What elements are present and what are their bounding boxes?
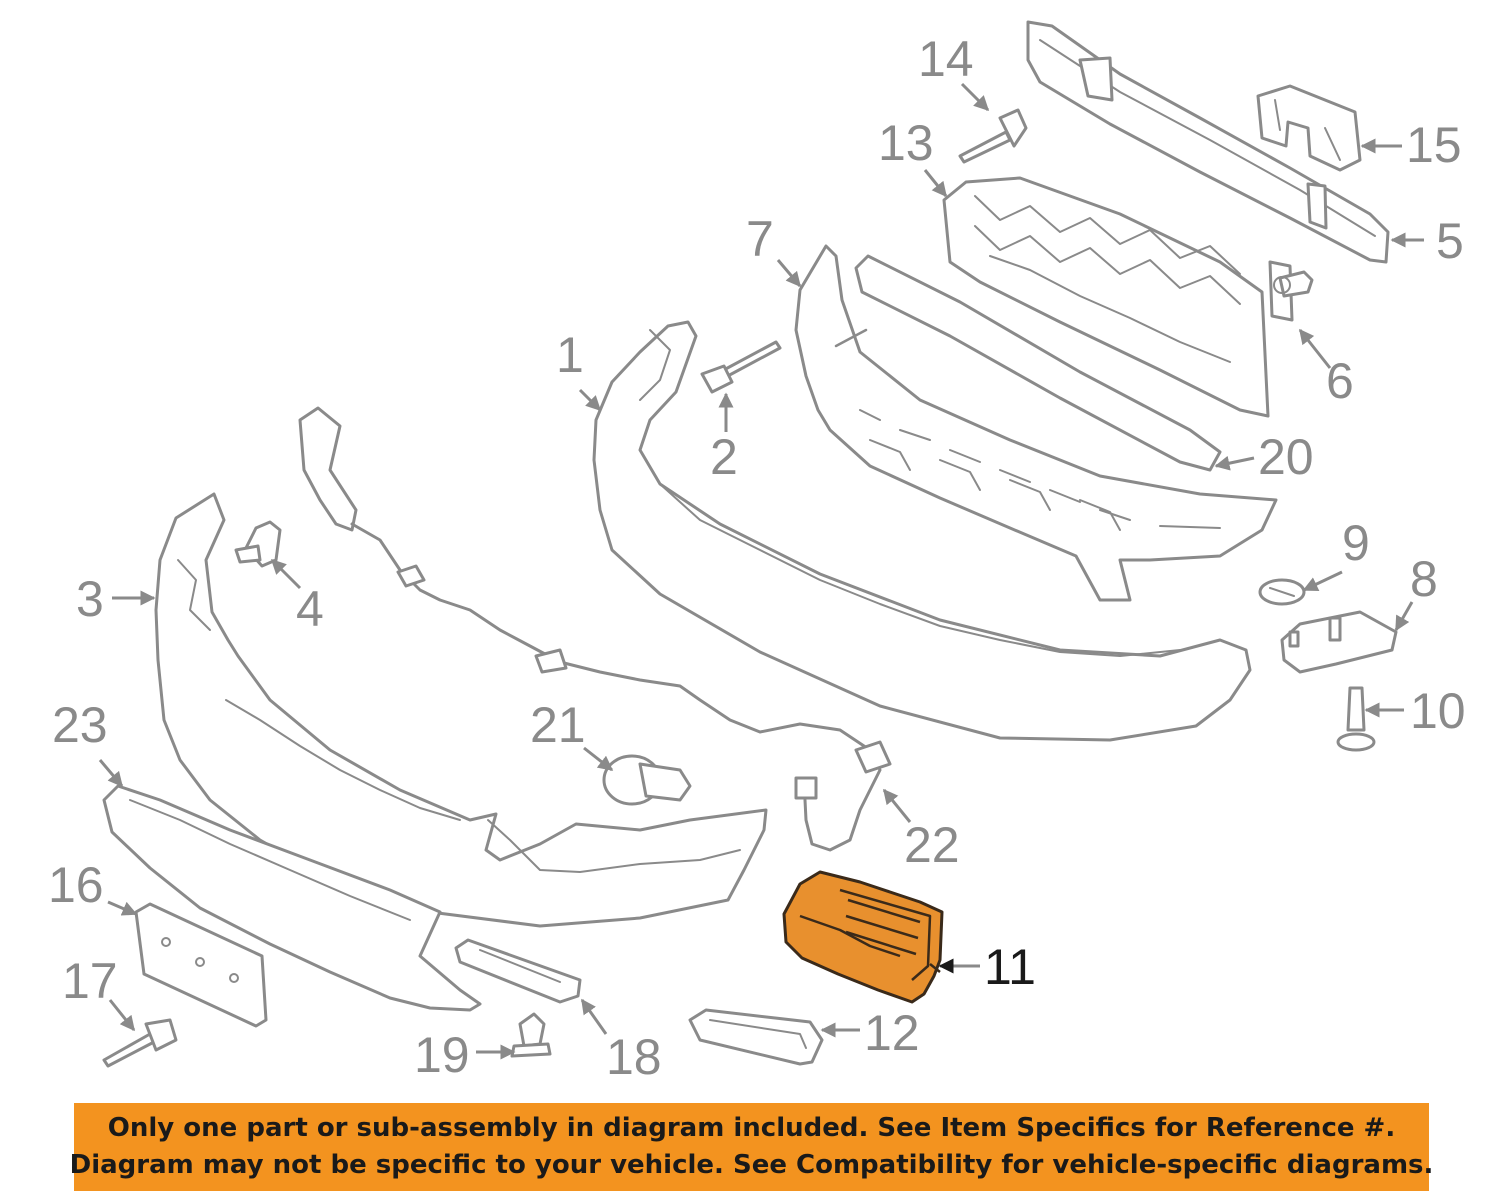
leader-lines	[98, 82, 1424, 1060]
part-16-plate-bracket	[134, 902, 268, 1028]
part-3-bumper-cover	[154, 492, 768, 928]
part-15-bracket	[1256, 84, 1362, 172]
part-17-bolt	[102, 1018, 178, 1068]
part-12-bezel	[688, 1008, 824, 1066]
part-11-fog-lamp-housing-highlighted	[782, 870, 944, 1004]
callout-6: 6	[1326, 353, 1354, 409]
callout-11: 11	[984, 939, 1036, 995]
part-1-upper-fascia	[592, 320, 1252, 742]
part-22-wiring-harness	[298, 406, 892, 852]
part-9-nut	[1258, 578, 1306, 606]
part-23-lower-skid	[102, 784, 482, 1012]
callout-20: 20	[1258, 429, 1314, 485]
disclaimer-banner: Only one part or sub-assembly in diagram…	[70, 1103, 1433, 1191]
callout-12: 12	[864, 1005, 920, 1061]
part-5-reinforcement-beam	[1026, 20, 1390, 264]
part-8-bracket	[1280, 610, 1398, 674]
callout-16: 16	[48, 857, 104, 913]
part-19-push-clip	[510, 1012, 552, 1058]
callout-9: 9	[1342, 515, 1370, 571]
disclaimer-line-2: Diagram may not be specific to your vehi…	[69, 1150, 1434, 1180]
part-2-push-pin	[700, 340, 782, 394]
disclaimer-line-1: Only one part or sub-assembly in diagram…	[107, 1113, 1396, 1143]
callout-13: 13	[878, 115, 934, 171]
callout-7: 7	[746, 211, 774, 267]
callout-1: 1	[556, 327, 584, 383]
callout-19: 19	[414, 1027, 470, 1083]
callout-labels: 14 13 15 5 6 7 1 2 20 9 8 10 3 4 21 22 2…	[48, 31, 1466, 1085]
part-4-clip	[234, 520, 282, 568]
part-13-grille	[942, 176, 1270, 418]
part-18-reflector	[454, 938, 582, 1004]
callout-18: 18	[606, 1029, 662, 1085]
part-7-energy-absorber	[794, 244, 1278, 602]
part-14-push-pin	[958, 108, 1028, 164]
part-21-parking-sensor	[602, 754, 692, 806]
callout-21: 21	[530, 697, 586, 753]
callout-8: 8	[1410, 551, 1438, 607]
callout-22: 22	[904, 817, 960, 873]
callout-17: 17	[62, 953, 118, 1009]
callout-10: 10	[1410, 683, 1466, 739]
callout-3: 3	[76, 571, 104, 627]
callout-14: 14	[918, 31, 974, 87]
part-6-bracket	[1268, 260, 1314, 322]
callout-5: 5	[1436, 213, 1464, 269]
callout-2: 2	[710, 429, 738, 485]
callout-23: 23	[52, 697, 108, 753]
callout-4: 4	[296, 581, 324, 637]
part-10-clip	[1336, 686, 1376, 752]
callout-15: 15	[1406, 117, 1462, 173]
